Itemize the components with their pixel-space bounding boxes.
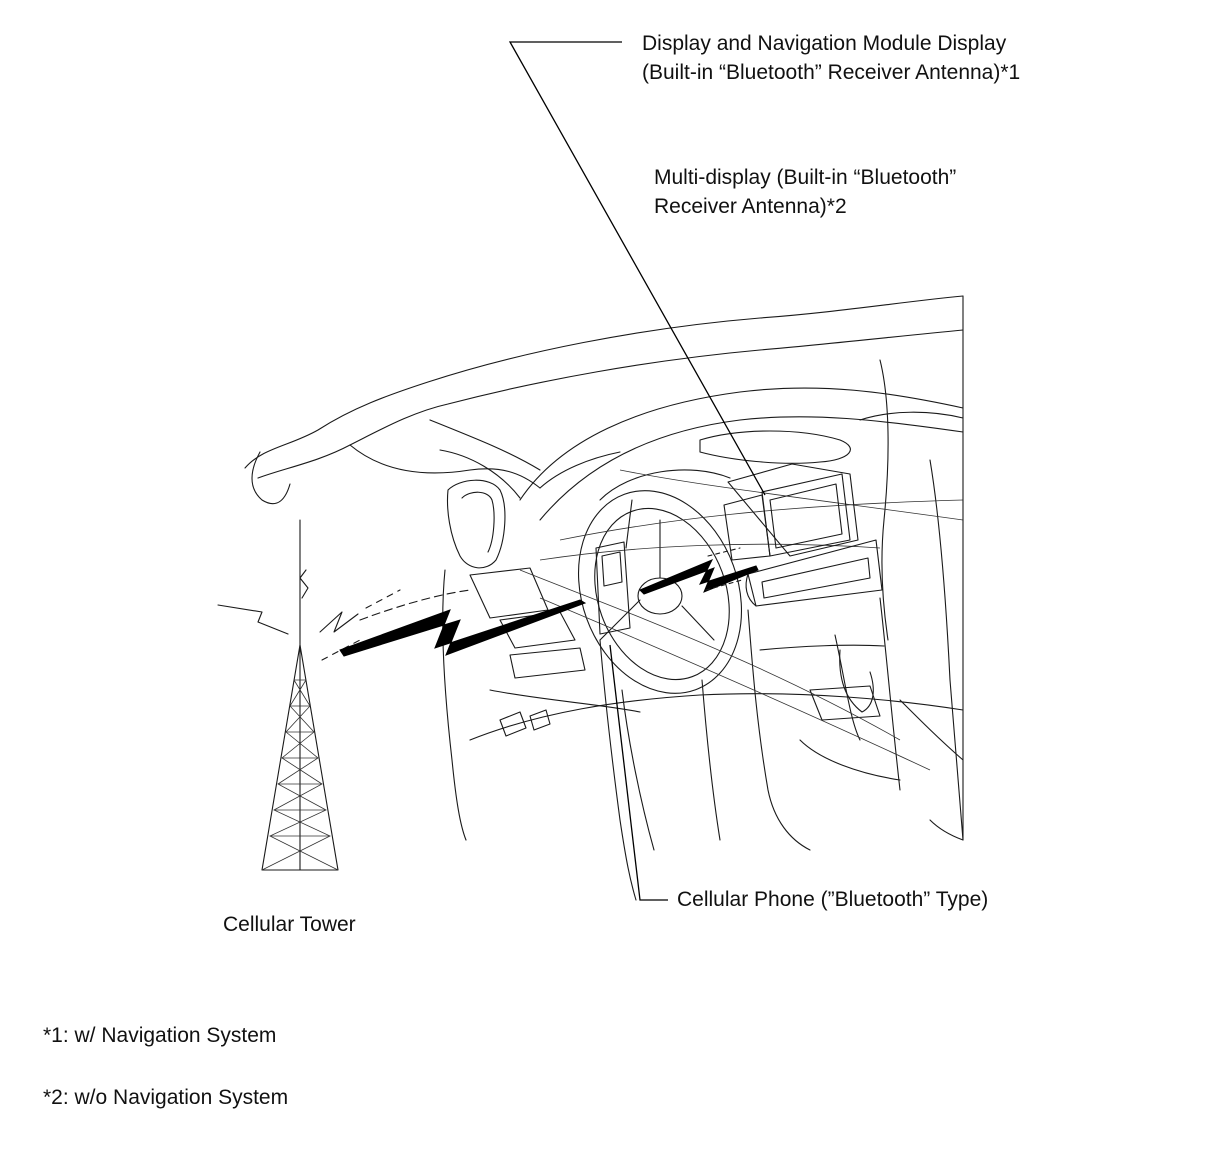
label-cellular-tower: Cellular Tower	[223, 913, 356, 936]
label-nav-display-line1: Display and Navigation Module Display	[642, 32, 1007, 55]
leader-lines	[508, 41, 766, 901]
footnote-2: *2: w/o Navigation System	[43, 1086, 289, 1109]
radio-signal-marks	[217, 547, 759, 661]
label-multi-display-line2: Receiver Antenna)*2	[654, 195, 847, 218]
vehicle-interior-drawing	[244, 295, 964, 901]
cellular-tower-drawing	[261, 519, 339, 871]
label-cellular-phone: Cellular Phone (”Bluetooth” Type)	[677, 888, 989, 911]
label-multi-display-line1: Multi-display (Built-in “Bluetooth”	[654, 166, 957, 189]
display-module-drawing	[723, 463, 883, 607]
footnote-1: *1: w/ Navigation System	[43, 1024, 277, 1047]
cellular-phone-drawing	[595, 499, 633, 635]
label-nav-display-line2: (Built-in “Bluetooth” Receiver Antenna)*…	[642, 61, 1021, 84]
